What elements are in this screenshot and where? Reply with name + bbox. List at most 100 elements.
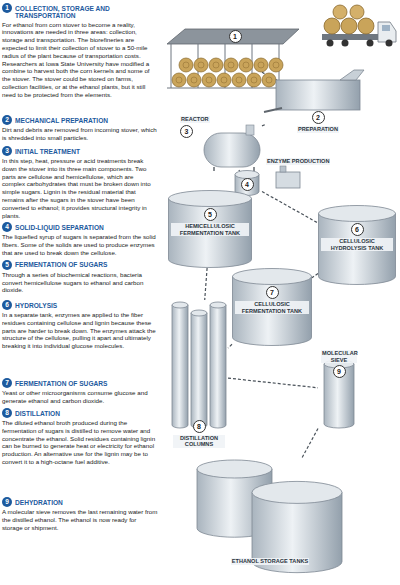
preparation-machine: 2PREPARATION (262, 70, 374, 134)
preparation-machine-outline (262, 70, 374, 134)
process-tank: 6CELLULOSIC HYDROLYSIS TANK (318, 205, 396, 285)
truck (322, 5, 396, 47)
callout-number: 3 (180, 125, 193, 138)
bale (262, 73, 276, 87)
bale-ring (176, 77, 182, 83)
wheel (327, 40, 334, 47)
pipe-connector (262, 124, 266, 126)
bale (239, 58, 253, 72)
pipe-connector (312, 273, 318, 277)
cylinder-top (197, 460, 272, 478)
bale-ring (213, 62, 219, 68)
step-heading: HYDROLYSIS (15, 300, 158, 310)
step-number: 9 (2, 497, 12, 507)
cylinder-body (324, 364, 354, 428)
unit-label-group: MOLECULAR SIEVE 9 (318, 350, 360, 430)
shed-floor (167, 88, 283, 89)
process-step: 6HYDROLYSISIn a separate tank, enzymes a… (2, 300, 158, 350)
enzyme-vent (280, 166, 286, 172)
callout-number: 1 (229, 30, 242, 43)
cylinder-top (172, 302, 188, 308)
bale-ring (243, 62, 249, 68)
unit-label: MOLECULAR SIEVE (321, 350, 357, 363)
unit-label: PREPARATION (297, 126, 339, 133)
process-step: 5FERMENTATION OF SUGARSThrough a series … (2, 260, 158, 294)
bale-ring (228, 62, 234, 68)
callout-number: 7 (266, 286, 279, 299)
cab-window (382, 25, 390, 31)
bale-ring (251, 77, 257, 83)
bale-ring (183, 62, 189, 68)
step-description: For ethanol from corn stover to become a… (2, 21, 158, 99)
callout-number: 9 (333, 365, 346, 378)
cylinder-body (169, 199, 252, 268)
bale (247, 73, 261, 87)
unit-label: ETHANOL STORAGE TANKS (231, 558, 309, 565)
unit-label: DISTILLATION COLUMNS (173, 435, 225, 448)
unit-label: CELLULOSIC HYDROLYSIS TANK (321, 238, 393, 251)
bale (341, 18, 357, 34)
callout-number: 4 (241, 178, 254, 191)
pipe-connector (228, 378, 318, 388)
cylinder-top (252, 481, 342, 503)
bale (187, 73, 201, 87)
process-step: 3INITIAL TREATMENTIn this step, heat, pr… (2, 146, 158, 219)
process-step: 1COLLECTION, STORAGE AND TRANSPORTATIONF… (2, 3, 158, 99)
step-number: 3 (2, 146, 12, 156)
bale (232, 73, 246, 87)
unit-label-group: 2PREPARATION (262, 70, 374, 134)
bale-ring (258, 62, 264, 68)
cylinder-body (172, 305, 188, 428)
bale (194, 58, 208, 72)
step-description: Through a series of biochemical reaction… (2, 271, 158, 294)
callout-number: 8 (193, 420, 206, 433)
shed-roof (167, 29, 299, 44)
unit-label: CELLULOSIC FERMENTATION TANK (235, 301, 309, 314)
reactor-unit-outline (178, 115, 266, 171)
step-number: 4 (2, 222, 12, 232)
bale-ring (236, 77, 242, 83)
reactor-unit: REACTOR3 (178, 115, 266, 171)
cylinder-top (210, 302, 226, 308)
step-number: 6 (2, 300, 12, 310)
step-description: Dirt and debris are removed from incomin… (2, 126, 158, 142)
cylinder-top (233, 269, 312, 285)
pipe-connector (228, 344, 232, 348)
step-description: In this step, heat, pressure or acid tre… (2, 157, 158, 219)
unit-label: ENZYME PRODUCTION (266, 158, 330, 165)
bale (269, 58, 283, 72)
bale (224, 58, 238, 72)
trailer-bed (322, 34, 378, 40)
unit-label-group: 5HEMICELLULOSIC FERMENTATION TANK (168, 190, 252, 268)
bale-ring (266, 77, 272, 83)
enzyme-unit (276, 166, 300, 188)
wheel (367, 40, 374, 47)
bale (172, 73, 186, 87)
step-heading: SOLID-LIQUID SEPARATION (15, 222, 158, 232)
bale-ring (221, 77, 227, 83)
step-description: The diluted ethanol broth produced durin… (2, 419, 158, 466)
step-heading: FERMENTATION OF SUGARS (15, 378, 158, 388)
reactor-inlet (246, 125, 254, 135)
reactor-vessel (204, 133, 260, 167)
step-heading: COLLECTION, STORAGE AND TRANSPORTATION (15, 3, 158, 20)
process-step: 2MECHANICAL PREPARATIONDirt and debris a… (2, 115, 158, 142)
step-number: 8 (2, 408, 12, 418)
wheel (342, 40, 349, 47)
storage-tanks: ETHANOL STORAGE TANKS (195, 458, 345, 575)
cylinder-top (319, 206, 396, 222)
step-description: The liquefied syrup of sugars is separat… (2, 233, 158, 256)
bale (333, 5, 347, 19)
cylinder-top (191, 310, 207, 316)
step-heading: DEHYDRATION (15, 497, 158, 507)
cylinder-top (169, 191, 252, 207)
step-heading: FERMENTATION OF SUGARS (15, 260, 158, 270)
cylinder-body (319, 214, 396, 285)
reactor-leg (253, 167, 255, 171)
bale (202, 73, 216, 87)
distillation-columns: 8DISTILLATION COLUMNS (170, 300, 228, 450)
wheel (386, 40, 393, 47)
cylinder-body (191, 313, 207, 428)
bale (209, 58, 223, 72)
bale (350, 5, 364, 19)
